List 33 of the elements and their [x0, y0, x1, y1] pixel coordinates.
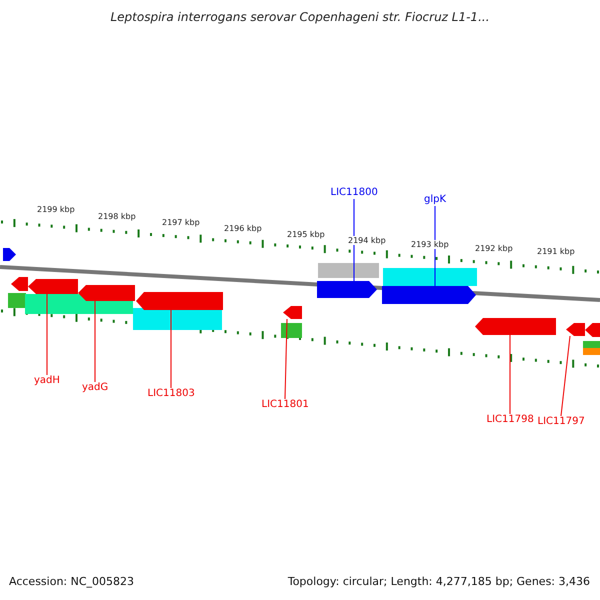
gene-label: LIC11800 [330, 187, 378, 199]
accession-text: Accession: NC_005823 [9, 575, 134, 588]
scale-label: 2195 kbp [287, 230, 325, 239]
scale-label: 2196 kbp [224, 224, 262, 233]
gene-label: LIC11803 [148, 388, 195, 400]
leader-line [434, 206, 436, 286]
summary-text: Topology: circular; Length: 4,277,185 bp; Genes: 3,436 [288, 575, 590, 588]
gene-bar [283, 306, 302, 319]
gene-label: yadG [82, 382, 108, 394]
scale-label: 2197 kbp [162, 218, 200, 227]
gene-bar [382, 286, 476, 304]
scale-label: 2198 kbp [98, 212, 136, 221]
gene-label: glpK [424, 194, 446, 206]
gene-bar [136, 292, 223, 310]
leader-line [46, 294, 48, 376]
scale-label: 2192 kbp [475, 244, 513, 253]
gene-label: LIC11801 [262, 399, 309, 411]
leader-line [284, 318, 288, 400]
gene-bar [475, 318, 556, 335]
gene-label: LIC11798 [486, 414, 534, 426]
gene-label: yadH [34, 375, 60, 387]
scale-label: 2193 kbp [411, 240, 449, 249]
scale-label: 2191 kbp [537, 247, 575, 256]
leader-line [170, 310, 172, 388]
gene-bar [78, 285, 135, 301]
gene-label: LIC11797 [538, 416, 585, 428]
gene-bar [317, 281, 377, 298]
scale-label: 2194 kbp [348, 236, 386, 245]
scale-label: 2199 kbp [37, 205, 75, 214]
leader-line [560, 336, 570, 416]
title: Leptospira interrogans serovar Copenhageni str. Fiocruz L1-1... [109, 10, 491, 24]
leader-line [94, 300, 96, 382]
gene-bar [566, 323, 585, 336]
